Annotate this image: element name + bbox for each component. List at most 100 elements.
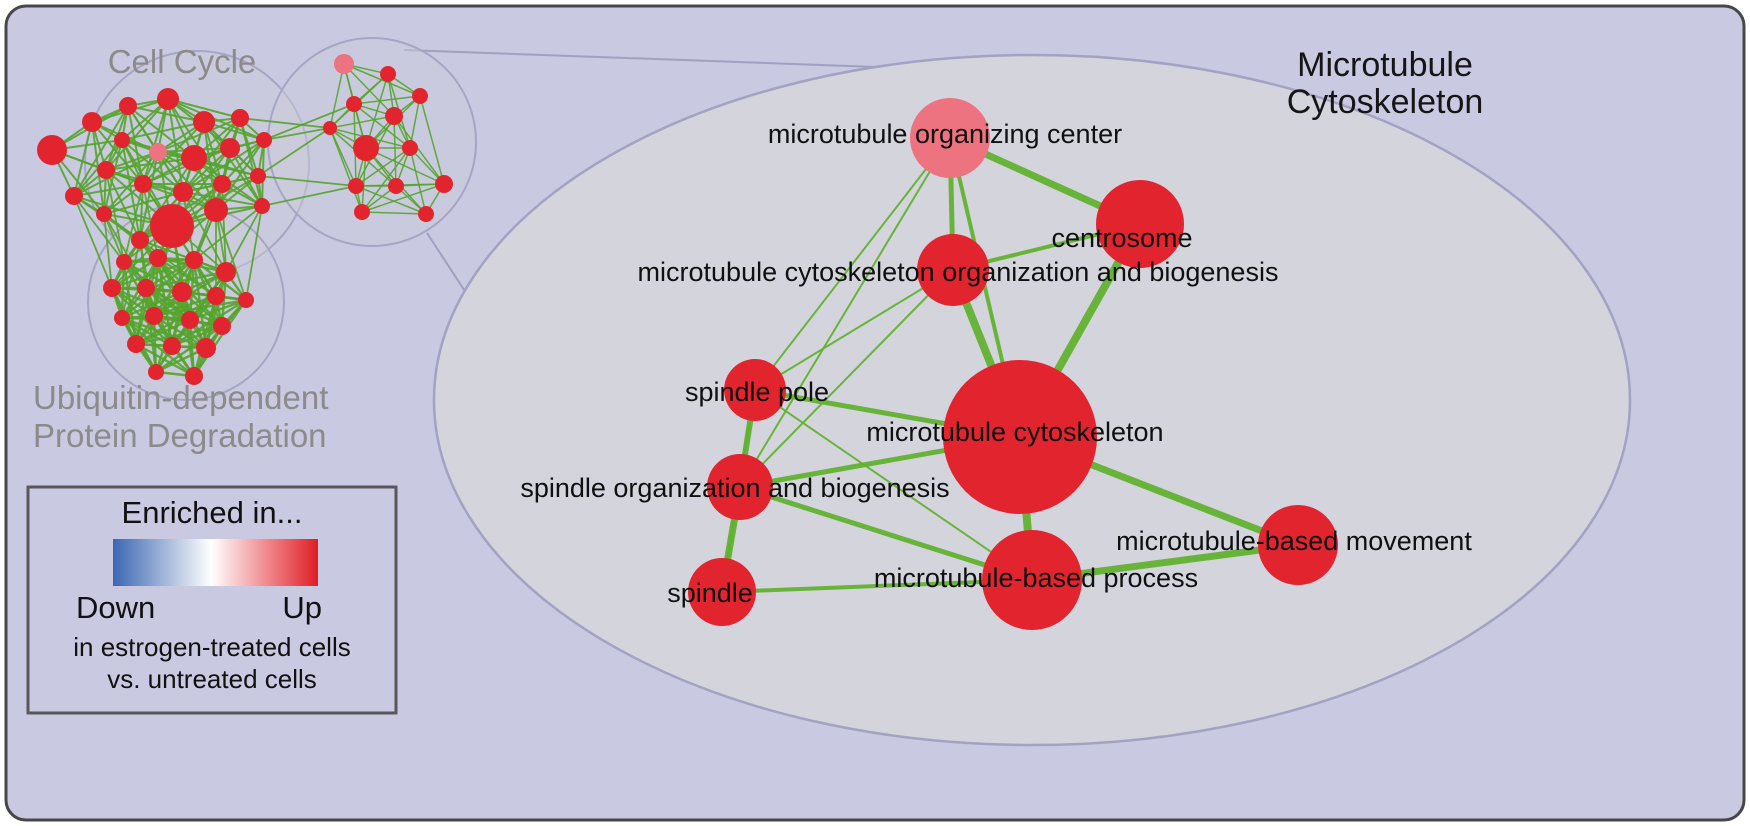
overview-edge: [329, 115, 395, 129]
overview-edge: [135, 342, 195, 378]
overview-node: [254, 198, 270, 214]
overview-edge: [153, 298, 247, 318]
overview-edge: [145, 270, 227, 290]
overview-node: [96, 206, 112, 222]
overview-edge: [121, 316, 173, 348]
overview-edge: [189, 298, 247, 322]
overview-node: [37, 135, 67, 165]
overview-edge: [355, 185, 427, 215]
overview-edge: [225, 205, 263, 273]
overview-edge: [409, 147, 427, 215]
overview-node: [114, 132, 130, 148]
node-label-mc: microtubule cytoskeleton: [866, 417, 1163, 447]
overview-edge: [261, 185, 357, 207]
overview-edge: [203, 121, 263, 207]
overview-edge: [73, 105, 129, 197]
overview-node: [418, 206, 434, 222]
overview-node: [196, 338, 216, 358]
node-label-spindle: spindle: [667, 578, 753, 608]
overview-edge: [111, 256, 159, 290]
overview-node: [216, 262, 236, 282]
overview-edge: [329, 63, 345, 129]
overview-edge: [103, 213, 113, 289]
overview-node: [207, 287, 225, 305]
node-mbm: [1258, 505, 1338, 585]
overview-edge: [329, 127, 363, 213]
overview-node: [256, 132, 272, 148]
node-mco: [917, 234, 989, 306]
overview-edge: [221, 139, 265, 185]
microtubule-title-line1: Microtubule: [1297, 46, 1473, 84]
overview-edge: [73, 121, 93, 197]
microtubule-title-line2: Cytoskeleton: [1287, 83, 1484, 121]
overview-node: [145, 307, 163, 325]
overview-node: [213, 175, 231, 193]
overview-node: [148, 364, 164, 380]
detail-edge-moc-spindle_pole: [754, 137, 951, 391]
overview-edge: [111, 258, 195, 290]
legend-title: Enriched in...: [122, 495, 303, 530]
overview-node: [149, 143, 167, 161]
overview-edge: [142, 98, 169, 185]
detail-labels-group: microtubule organizing centercentrosomem…: [520, 119, 1472, 608]
overview-edge: [105, 151, 159, 171]
overview-edge: [121, 317, 195, 377]
overview-node: [220, 138, 240, 158]
overview-node: [181, 311, 199, 329]
overview-node: [163, 337, 181, 355]
overview-edge: [365, 147, 445, 185]
overview-edge: [121, 290, 183, 320]
detail-nodes-group: [688, 98, 1338, 630]
overview-edge: [361, 211, 427, 215]
overview-node: [334, 54, 354, 74]
detail-edge-moc-sob: [739, 137, 951, 488]
overview-edge: [221, 183, 227, 273]
overview-edge: [73, 183, 144, 197]
cell-cycle-label: Cell Cycle: [108, 43, 257, 80]
node-spindle: [688, 558, 756, 626]
overview-node: [150, 204, 194, 248]
overview-edge: [361, 183, 445, 213]
overview-edge: [257, 127, 331, 177]
overview-node: [346, 96, 362, 112]
overview-node: [172, 282, 192, 302]
overview-nodes-group: [37, 54, 453, 385]
overview-edge: [393, 115, 445, 185]
overview-node: [137, 279, 155, 297]
overview-edge: [193, 299, 247, 377]
node-mc: [943, 360, 1097, 514]
overview-edge: [121, 121, 205, 141]
overview-edge: [419, 95, 445, 185]
overview-node: [119, 97, 137, 115]
overview-edge: [353, 103, 411, 149]
overview-edge: [121, 239, 141, 319]
overview-node: [173, 182, 193, 202]
overview-node: [127, 335, 145, 353]
overview-edge: [355, 147, 411, 187]
overview-node: [193, 111, 215, 133]
overview-edge: [263, 127, 331, 141]
overview-edge: [135, 318, 191, 346]
overview-edge: [263, 103, 355, 141]
overview-edge: [105, 169, 141, 241]
overview-edge: [393, 115, 397, 187]
node-label-mbm: microtubule-based movement: [1116, 526, 1472, 556]
detail-edge-spindle_pole-mbp: [754, 389, 1033, 581]
legend-gradient-bar: [113, 539, 318, 586]
detail-edge-mco-spindle_pole: [754, 269, 954, 391]
overview-node: [185, 251, 203, 269]
overview-node: [65, 187, 83, 205]
overview-edge: [105, 157, 195, 171]
overview-edge: [167, 98, 241, 119]
overview-edge: [167, 98, 265, 141]
overview-node: [134, 175, 152, 193]
detail-edge-sob-mbp: [739, 484, 1033, 583]
overview-edge: [105, 98, 169, 171]
overview-node: [97, 161, 115, 179]
overview-edge: [192, 295, 218, 377]
overview-node: [82, 112, 102, 132]
legend-down-label: Down: [76, 590, 155, 625]
overview-edge: [353, 95, 421, 105]
overview-node: [238, 292, 254, 308]
